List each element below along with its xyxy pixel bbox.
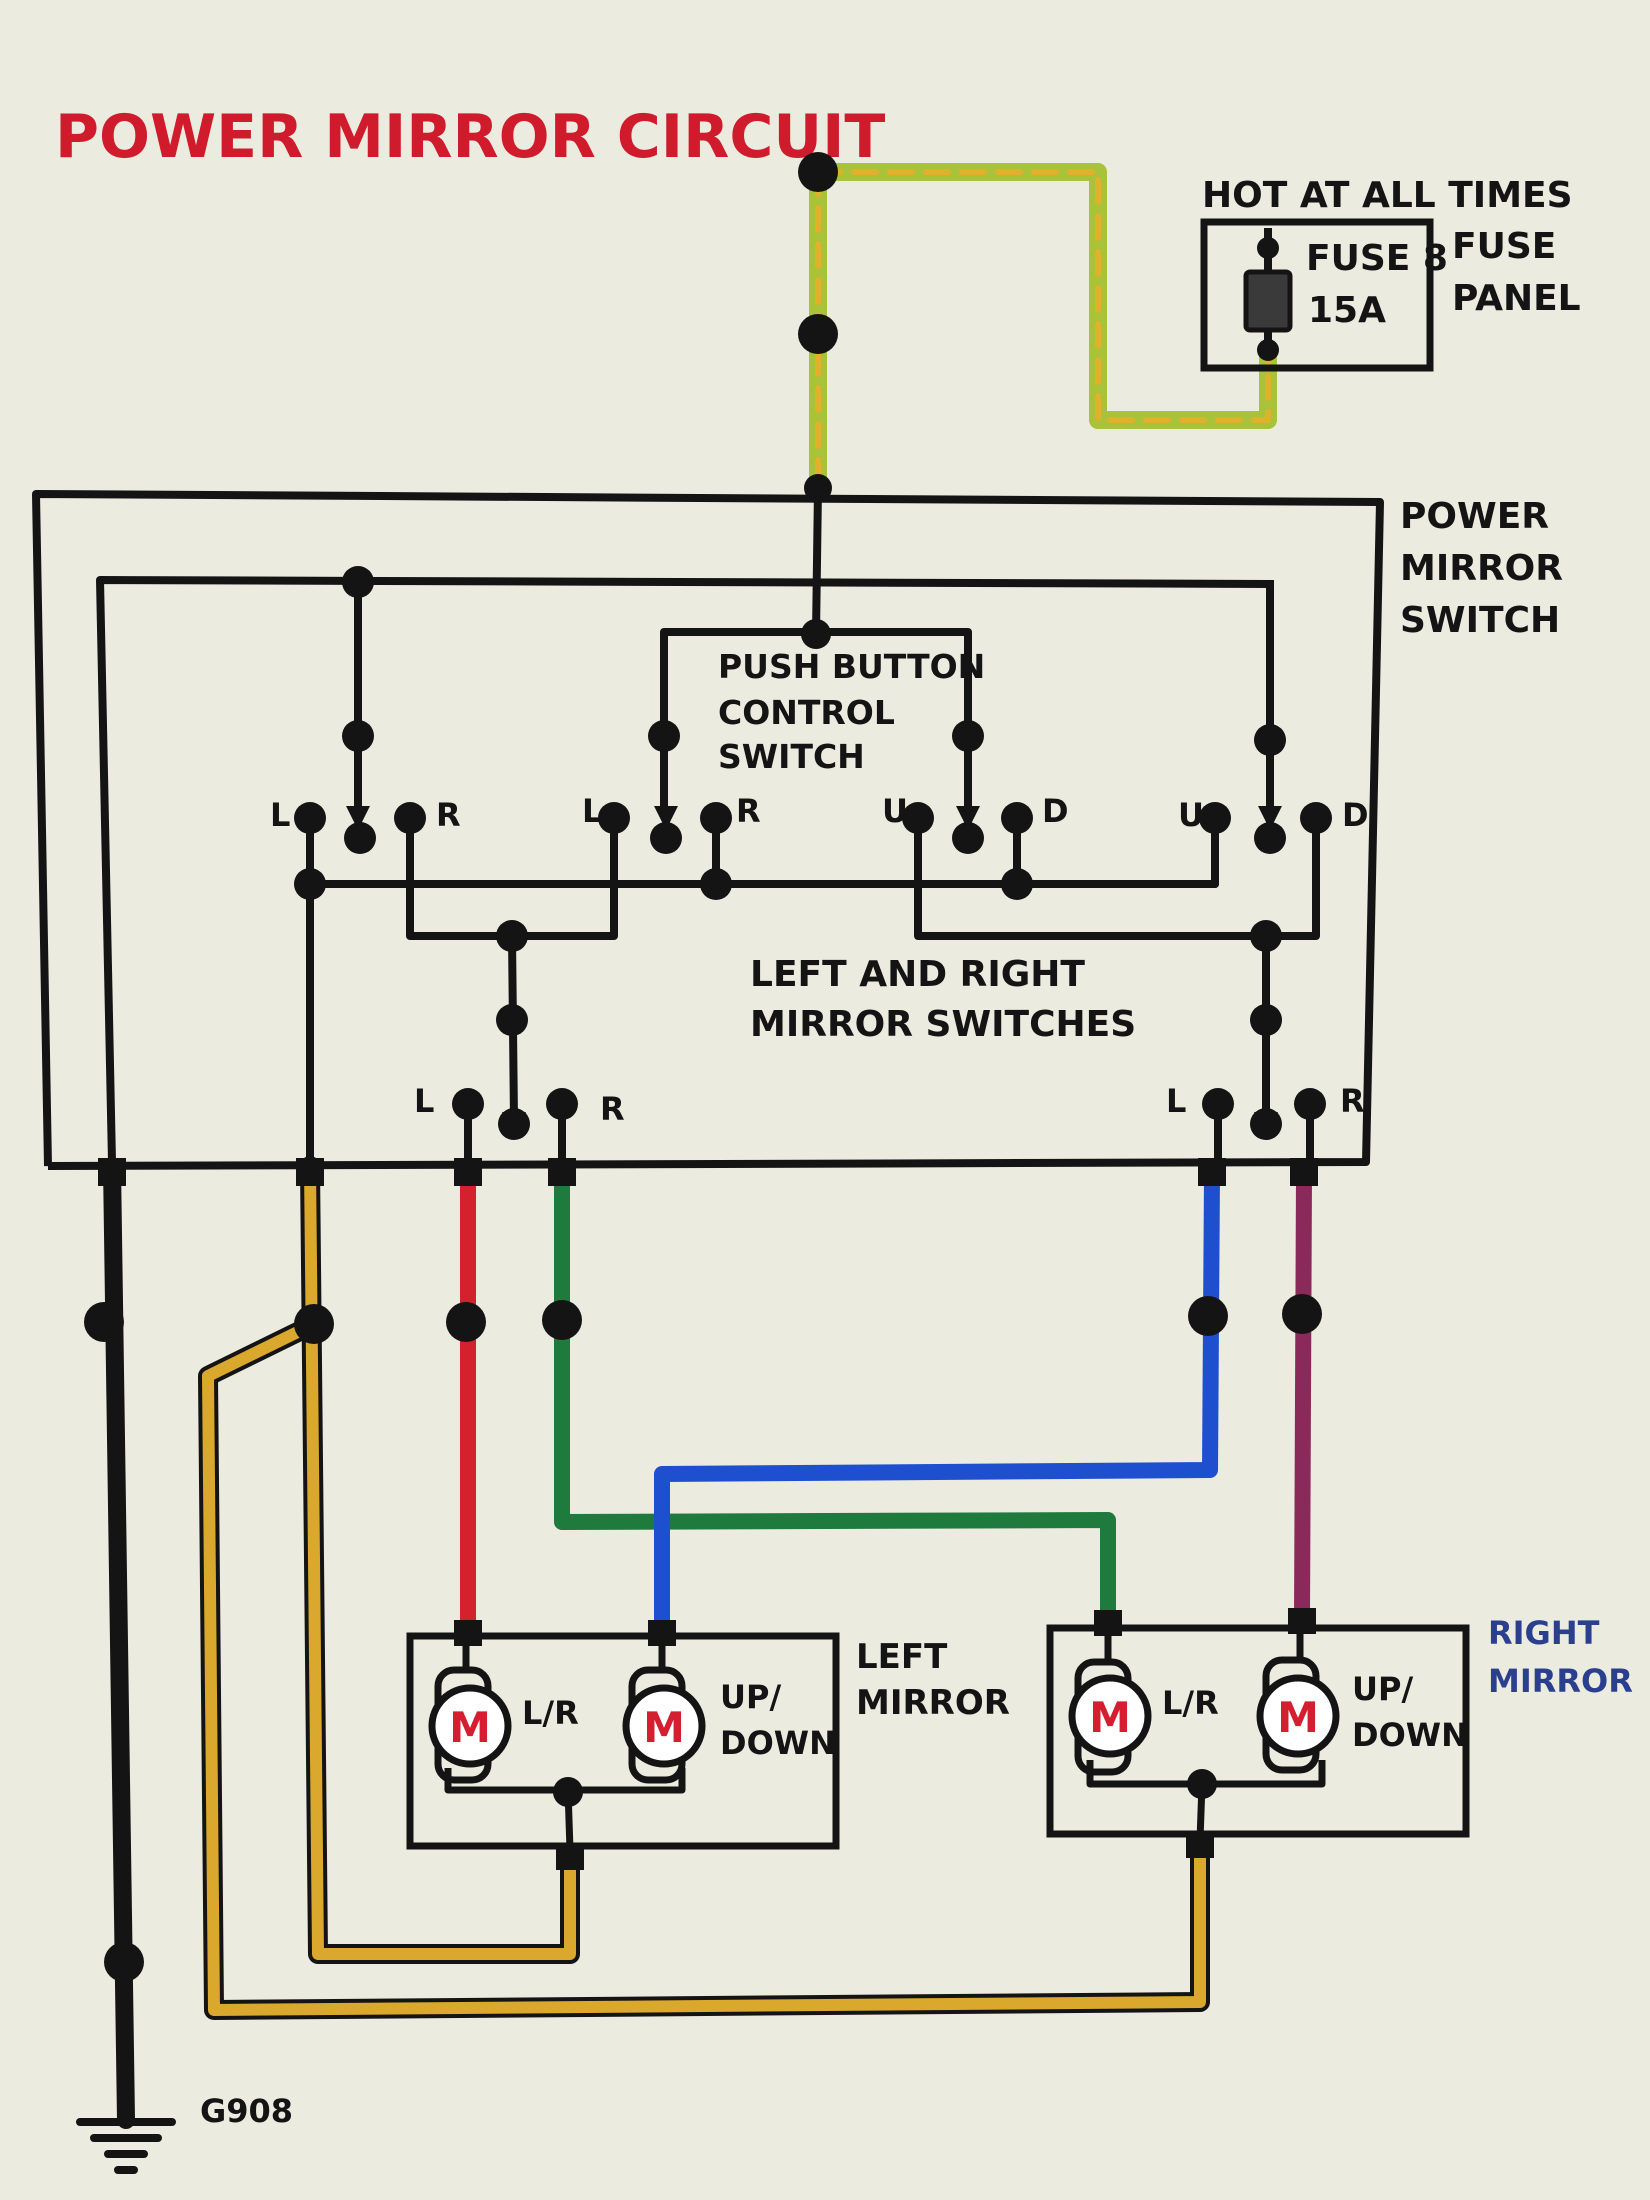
yellow-wire-right-common (198, 1314, 1210, 2020)
hot-at-all-times-label: HOT AT ALL TIMES (1202, 175, 1573, 216)
fuse-panel-label-line1: FUSE (1452, 226, 1556, 267)
left-mirror: M M (406, 1620, 840, 1870)
right-mirror-updown-label-line1: UP/ (1352, 1670, 1413, 1708)
left-mirror-updown-label-line1: UP/ (720, 1678, 781, 1716)
mirror-switches-label-line1: LEFT AND RIGHT (750, 954, 1085, 995)
right-mirror: M M (1046, 1608, 1470, 1858)
left-mirror-lr-label: L/R (522, 1694, 579, 1732)
push-button-label-line2: CONTROL (718, 693, 895, 732)
left-mirror-updown-label-line2: DOWN (720, 1724, 836, 1762)
power-mirror-switch (32, 490, 1384, 1170)
fuse-panel-label-line2: PANEL (1452, 278, 1581, 319)
left-mirror-label-line1: LEFT (856, 1637, 948, 1677)
blue-wire (654, 1166, 1220, 1634)
green-wire (554, 1164, 1116, 1626)
motor-symbol: M (1089, 1693, 1131, 1742)
mirror-switches-label-line2: MIRROR SWITCHES (750, 1004, 1136, 1045)
contact-label-d: D (1342, 796, 1369, 834)
right-mirror-updown-motor: M (1256, 1656, 1340, 1774)
violet-wire (1294, 1166, 1312, 1626)
fuse-name: FUSE 8 (1306, 238, 1448, 279)
power-mirror-switch-label-line3: SWITCH (1400, 600, 1560, 641)
wire-splice-dots (84, 1294, 1322, 1982)
contact-label-l: L (414, 1082, 434, 1120)
fuse-panel (1200, 218, 1434, 372)
contact-label-u: U (882, 792, 908, 830)
contact-label-u: U (1178, 796, 1204, 834)
motor-symbol: M (643, 1703, 685, 1752)
push-button-label-line3: SWITCH (718, 737, 865, 776)
contact-label-l: L (270, 796, 290, 834)
right-mirror-lr-label: L/R (1162, 1684, 1219, 1722)
fuse-rating: 15A (1308, 290, 1386, 331)
right-mirror-updown-label-line2: DOWN (1352, 1716, 1468, 1754)
contact-label-r: R (1340, 1082, 1365, 1120)
left-mirror-lr-motor: M (428, 1666, 512, 1784)
motor-symbol: M (449, 1703, 491, 1752)
left-mirror-label-line2: MIRROR (856, 1683, 1010, 1723)
contact-label-r: R (736, 792, 761, 830)
motor-symbol: M (1277, 1693, 1319, 1742)
left-mirror-updown-motor: M (622, 1666, 706, 1784)
right-mirror-label-line2: MIRROR (1488, 1662, 1633, 1700)
right-mirror-label-line1: RIGHT (1488, 1614, 1600, 1652)
contact-label-l: L (582, 792, 602, 830)
contact-label-d: D (1042, 792, 1069, 830)
right-mirror-lr-motor: M (1068, 1658, 1152, 1776)
ground-label: G908 (200, 2092, 293, 2130)
switch-contact-dots (294, 152, 1332, 1140)
contact-label-l: L (1166, 1082, 1186, 1120)
ground-icon (76, 2118, 176, 2174)
fuse-symbol (1243, 269, 1293, 333)
switch-connector-pins (98, 1158, 1318, 1186)
switch-internal-wiring (306, 484, 1320, 1170)
yellow-wire-left-common (300, 1156, 580, 1964)
power-mirror-switch-label-line2: MIRROR (1400, 548, 1563, 589)
contact-label-r: R (600, 1090, 625, 1128)
contact-labels: L R L R U D U D L R L R (270, 792, 1369, 1128)
power-mirror-switch-label-line1: POWER (1400, 496, 1549, 537)
page-title: POWER MIRROR CIRCUIT (55, 102, 885, 172)
push-button-label-line1: PUSH BUTTON (718, 647, 985, 686)
contact-label-r: R (436, 796, 461, 834)
